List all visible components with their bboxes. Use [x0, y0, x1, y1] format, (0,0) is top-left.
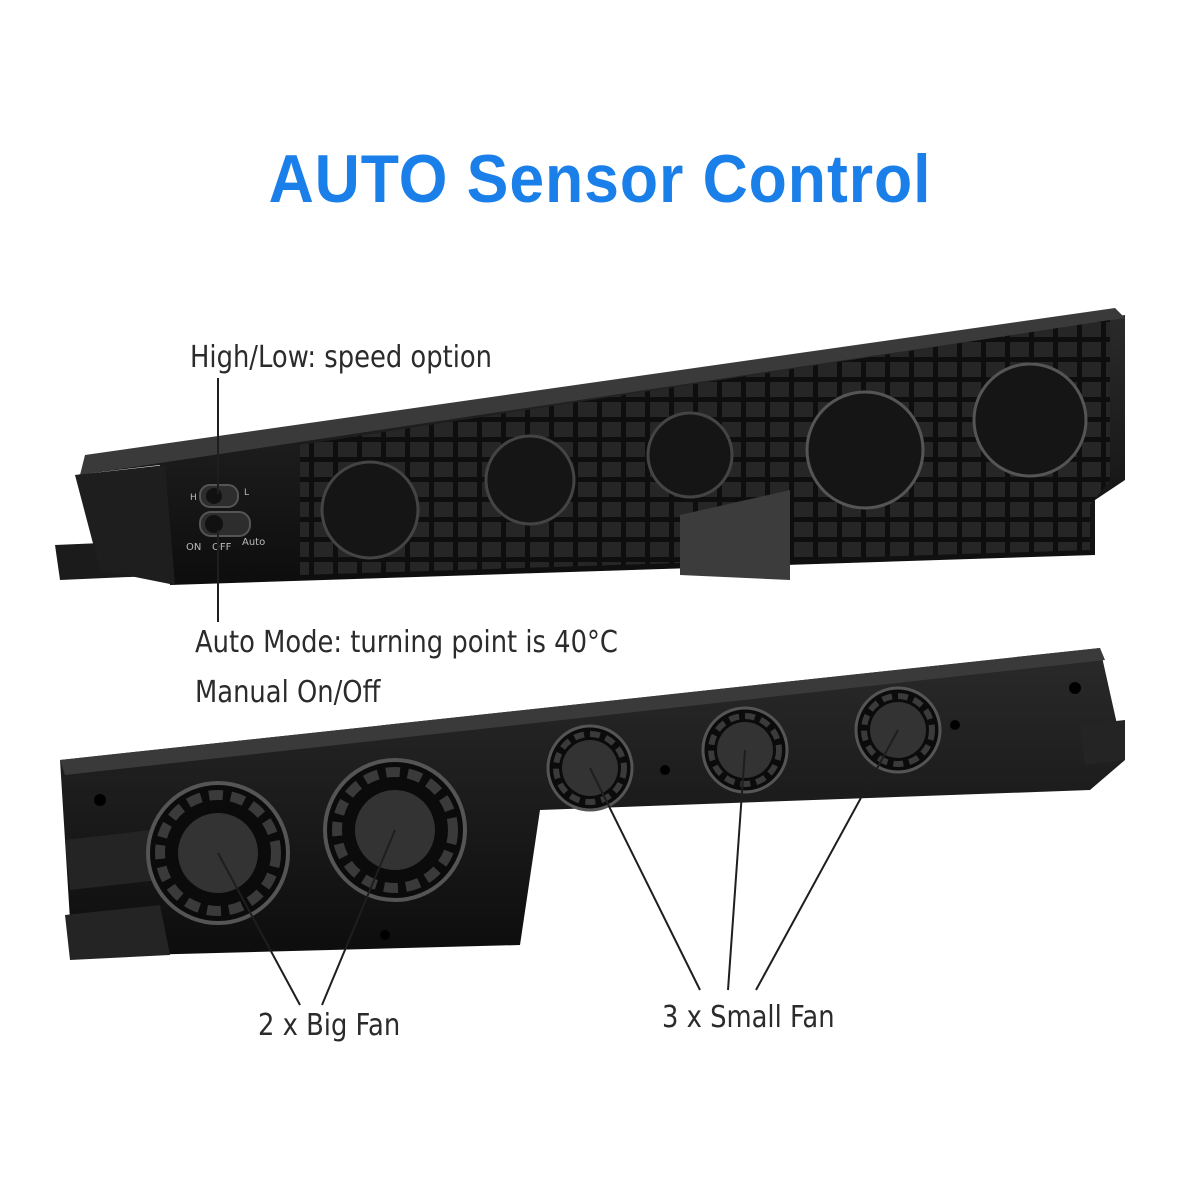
- switch-knob: [205, 515, 223, 533]
- device-body-top: [80, 308, 1125, 475]
- fan-icon: [805, 390, 925, 510]
- fan-icon: [646, 411, 734, 499]
- device-body-top-edge: [60, 648, 1105, 775]
- switch-knob: [206, 488, 222, 504]
- device-end-cap: [75, 465, 175, 585]
- fan-icon: [320, 460, 420, 560]
- switch-label-low: L: [244, 488, 249, 498]
- switch-label-on: ON: [186, 542, 201, 553]
- switch-label-off: OFF: [212, 542, 232, 553]
- device-tab: [65, 905, 170, 960]
- screw-hole: [950, 720, 960, 730]
- switch-label-high: H: [190, 493, 197, 503]
- fan-icon: [972, 362, 1088, 478]
- screw-hole: [94, 794, 106, 806]
- leader-lines-bottom: [217, 729, 899, 1006]
- device-stand: [680, 490, 790, 580]
- small-fan-label: 3 x Small Fan: [662, 1000, 835, 1035]
- switch-label-auto: Auto: [242, 537, 265, 548]
- page-title: AUTO Sensor Control: [268, 141, 932, 217]
- screw-hole: [1069, 682, 1081, 694]
- device-tab: [1080, 720, 1125, 765]
- auto-mode-label: Auto Mode: turning point is 40°C: [195, 625, 618, 660]
- speed-option-label: High/Low: speed option: [190, 340, 493, 375]
- screw-hole: [660, 765, 670, 775]
- big-fan-label: 2 x Big Fan: [258, 1008, 401, 1043]
- device-tab: [65, 830, 160, 890]
- top-cooling-device: H L ON OFF Auto: [55, 308, 1125, 585]
- manual-onoff-label: Manual On/Off: [195, 675, 381, 710]
- screw-hole: [380, 930, 390, 940]
- fan-icon: [484, 434, 576, 526]
